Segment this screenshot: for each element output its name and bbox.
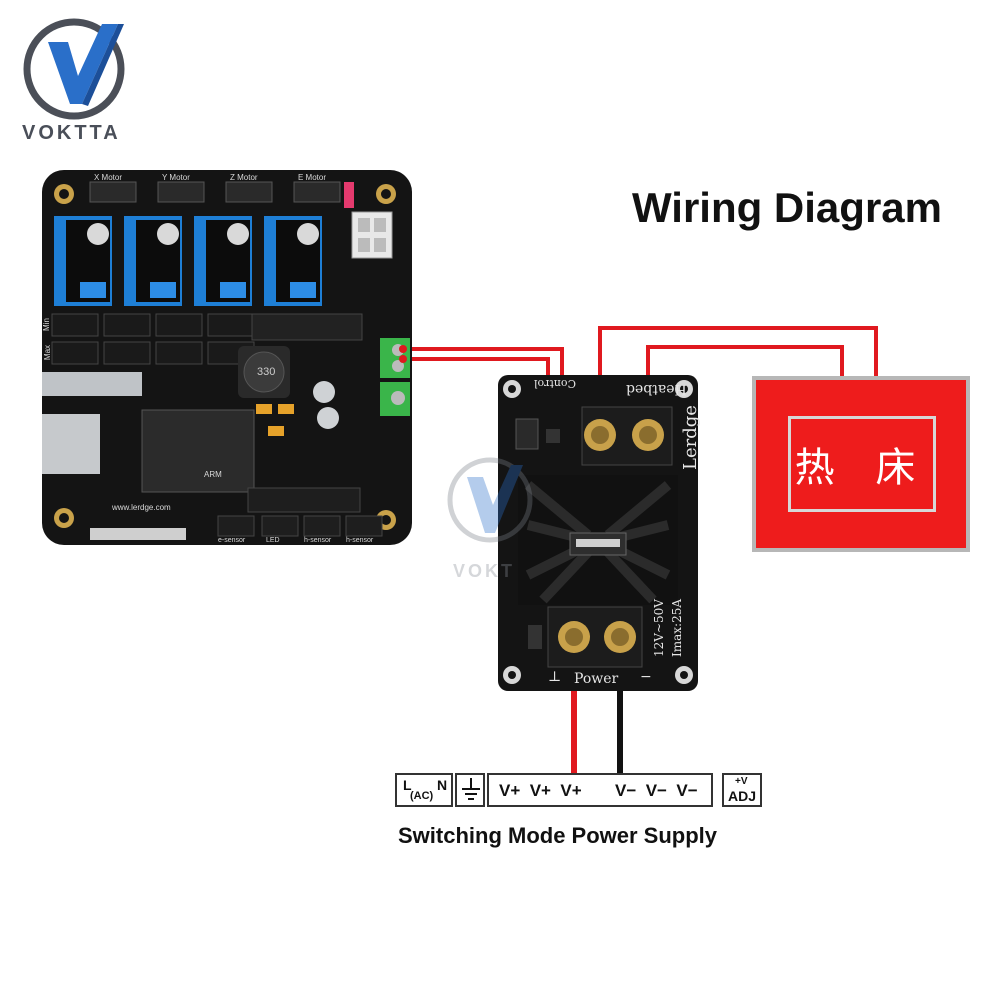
watermark: VOKT [445, 455, 535, 581]
h-sensor-label-1: h-sensor [304, 537, 332, 544]
heatbed-label: Heatbed [626, 381, 687, 397]
psu-vminus: V− V− V− [615, 781, 698, 800]
brand-name: VOKTTA [22, 122, 121, 144]
heatbed: 热 床 [752, 376, 970, 552]
z-motor-label: Z Motor [230, 173, 258, 182]
mainboard: X Motor Y Motor Z Motor E Motor Min Max … [42, 170, 412, 545]
psu-terminal-adj: +V ADJ [722, 773, 762, 807]
psu-terminal-ac: L (AC) N [395, 773, 453, 807]
y-motor-label: Y Motor [162, 173, 190, 182]
psu-vplus: V+ V+ V+ [499, 781, 582, 800]
watermark-text: VOKT [453, 561, 516, 581]
heatbed-inner-frame: 热 床 [788, 416, 936, 512]
chip-label: ARM [204, 470, 222, 479]
mosfet-module: Heatbed Control Lerdge 12V~50V Imax:25A … [498, 375, 701, 691]
psu-adj-plus: +V [735, 776, 748, 787]
brand-logo-icon [23, 18, 125, 120]
watermark-logo-icon [447, 457, 533, 543]
psu-caption: Switching Mode Power Supply [398, 823, 718, 848]
psu-terminal-ac-label: (AC) [410, 790, 434, 802]
h-sensor-label-2: h-sensor [346, 537, 374, 544]
mainboard-graphic [42, 170, 412, 545]
min-label: Min [41, 318, 51, 331]
inductor-label: 330 [257, 366, 276, 378]
power-label: Power [574, 671, 619, 687]
psu-terminal-l: L [403, 777, 412, 793]
psu-terminal-output: V+ V+ V+ V− V− V− [487, 773, 713, 807]
url-label: www.lerdge.com [112, 503, 171, 512]
ground-sign: ⊥ [548, 669, 562, 685]
e-motor-label: E Motor [298, 173, 327, 182]
psu-terminal-n: N [437, 777, 448, 793]
psu-terminal-ground [455, 773, 485, 807]
led-label: LED [266, 537, 280, 544]
voltage-label: 12V~50V [651, 599, 666, 657]
max-label: Max [43, 344, 53, 361]
current-label: Imax:25A [670, 598, 685, 658]
psu-adj-label: ADJ [728, 788, 757, 804]
control-label: Control [534, 377, 576, 390]
e-sensor-label: e-sensor [218, 537, 246, 544]
minus-sign: − [640, 669, 652, 685]
mosfet-module-graphic [498, 375, 698, 691]
brand-logo: VOKTTA [18, 14, 133, 146]
heatbed-text: 热 床 [794, 445, 930, 491]
ground-icon [462, 778, 480, 800]
diagram-title: Wiring Diagram [632, 184, 942, 231]
x-motor-label: X Motor [94, 173, 123, 182]
module-brand-label: Lerdge [679, 405, 701, 470]
